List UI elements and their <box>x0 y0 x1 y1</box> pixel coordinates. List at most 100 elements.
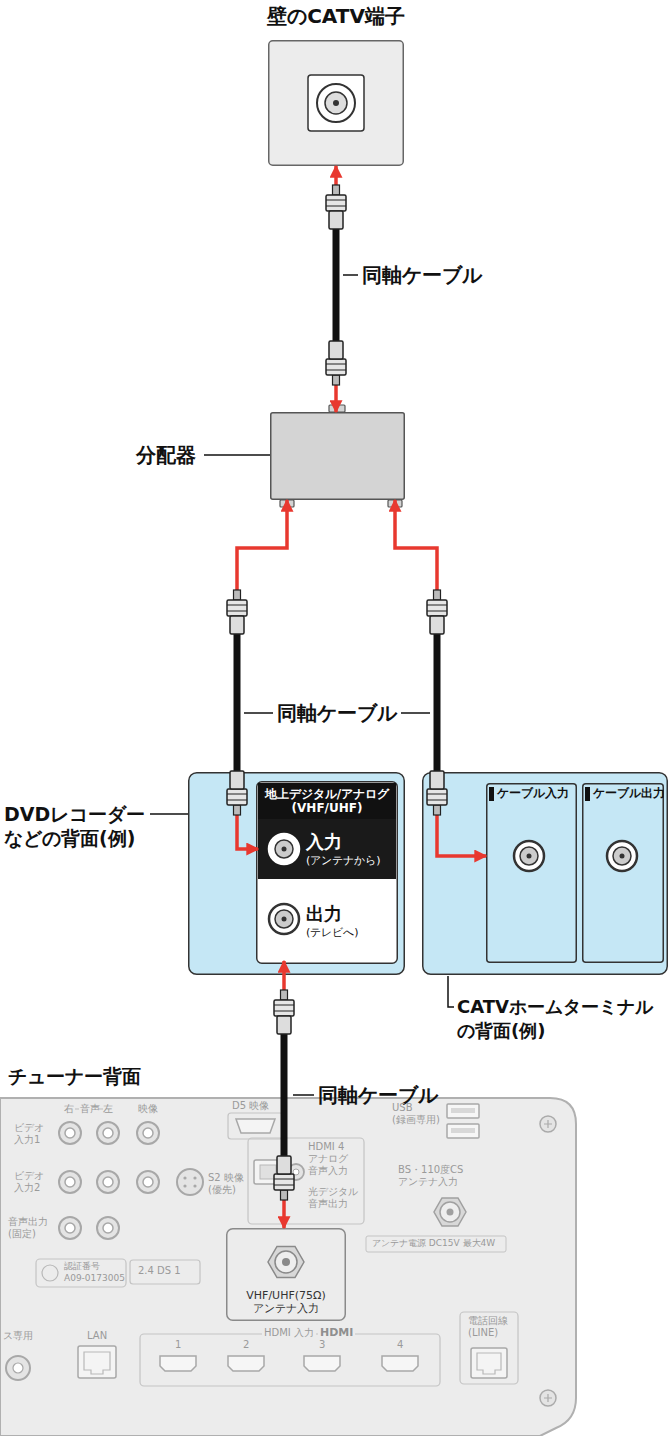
tuner-illustration-part <box>366 1236 506 1252</box>
edge-layer <box>227 166 486 1228</box>
tuner-illustration-part-part <box>65 1177 75 1187</box>
tuner-illustration-part <box>75 1109 79 1110</box>
panel-label: A09-0173005 <box>64 1273 125 1284</box>
tuner-illustration-part <box>477 1353 501 1374</box>
panel-label: HDMI <box>318 1326 355 1339</box>
port-ring <box>275 1251 297 1273</box>
tuner-illustration-part <box>6 1356 30 1380</box>
terminal-header: 地上デジタル/アナログ (VHF/UHF) <box>258 783 396 819</box>
leader-lines <box>150 275 454 1095</box>
tuner-illustration-part-part <box>193 1176 196 1179</box>
plug-nut <box>326 195 346 211</box>
port-label: VHF/UHF(75Ω) アンテナ入力 <box>228 1289 344 1317</box>
plug-groove <box>274 1005 294 1006</box>
tuner-illustration-part <box>434 1198 466 1226</box>
tuner-illustration-part-part <box>97 1171 119 1193</box>
tuner-illustration-part <box>460 1312 518 1384</box>
tuner-illustration-part <box>36 1259 126 1287</box>
port-ring <box>514 841 544 871</box>
port-pin <box>620 854 625 859</box>
tuner-illustration-part <box>544 1120 552 1128</box>
plug-nut <box>274 1000 294 1016</box>
tuner-illustration-part <box>447 1104 479 1118</box>
panel-label: S2 映像 (優先) <box>208 1172 258 1196</box>
plug-tip <box>281 990 288 1000</box>
panel-label: BS・110度CS アンテナ入力 <box>398 1164 470 1188</box>
output-port: 出力 (テレビへ) <box>258 881 396 961</box>
port-label: 入力 (アンテナから) <box>306 831 393 867</box>
plug-nut <box>274 1174 294 1190</box>
port-pin <box>527 854 532 859</box>
antenna-input-shape <box>227 1229 346 1321</box>
tuner-illustration-part-part <box>193 1184 196 1187</box>
panel-label: 音声出力 (固定) <box>8 1216 54 1240</box>
tuner-illustration-part <box>78 1346 116 1378</box>
panel-label: 2 <box>243 1339 249 1351</box>
tuner-illustration-part-part <box>103 1128 113 1138</box>
cable-body <box>234 630 241 775</box>
leader-lines-part <box>244 712 273 714</box>
panel-title: DVDレコーダー などの背面(例) <box>4 802 154 850</box>
panel-title: CATVホームターミナル の背面(例) <box>457 995 662 1043</box>
panel-label: アンテナ電源 DC15V 最大4W <box>372 1238 495 1249</box>
coax-connector <box>274 961 294 1228</box>
port-symbol <box>269 904 299 934</box>
plug-groove <box>227 611 247 612</box>
plug-groove <box>274 1185 294 1186</box>
tuner-illustration-part <box>183 1176 196 1187</box>
cable-label: 同軸ケーブル <box>277 700 397 726</box>
plug-body <box>430 616 444 634</box>
port-pin <box>282 847 287 852</box>
tuner-illustration-part <box>451 1108 475 1113</box>
panel-label: 2.4 DS 1 <box>138 1265 181 1277</box>
tuner-illustration-part <box>540 1390 556 1406</box>
splitter-box-shape <box>271 413 405 500</box>
connector-arrow <box>395 500 486 856</box>
cable-out-port-shape <box>583 784 664 963</box>
cable-label: 同軸ケーブル <box>318 1082 438 1108</box>
tuner-illustration-part-part <box>160 1356 196 1371</box>
outlet-title: 壁のCATV端子 <box>267 3 405 29</box>
tuner-illustration-part-part <box>143 1128 153 1138</box>
tuner-illustration-part-part <box>304 1356 340 1371</box>
tuner-illustration-part <box>130 1260 200 1284</box>
port-ring <box>520 847 538 865</box>
tuner-illustration-part-part <box>143 1177 153 1187</box>
plug-tip <box>333 185 340 195</box>
port-ring <box>269 834 299 864</box>
tuner-illustration-part-part <box>59 1171 81 1193</box>
tuner-illustration-part <box>42 1265 58 1281</box>
plug-body <box>277 1156 291 1174</box>
catv-panel: CATVホームターミナル の背面(例)ケーブル入力ケーブル出力 <box>422 772 668 975</box>
plug-tip <box>434 805 441 815</box>
panel-label: 光デジタル 音声出力 <box>308 1186 364 1210</box>
tuner-illustration-part-part <box>59 1217 81 1239</box>
port-ring <box>269 904 299 934</box>
port-ring <box>613 847 631 865</box>
tuner-illustration-part-part <box>103 1223 113 1233</box>
tuner-illustration-part <box>228 1113 283 1139</box>
coax-connector <box>395 500 486 856</box>
tuner-illustration-part-part <box>183 1176 186 1179</box>
plug-tip <box>234 590 241 600</box>
cable-body <box>333 225 340 345</box>
tuner-illustration-part-part <box>97 1217 119 1239</box>
tuner-illustration-part <box>140 1334 440 1386</box>
tuner-illustration-part-part <box>137 1171 159 1193</box>
cable-body <box>281 1030 288 1160</box>
tuner-illustration-part <box>0 1098 576 1436</box>
panel-label: 音声 <box>80 1103 100 1115</box>
port-ring <box>275 840 293 858</box>
plug-groove <box>427 794 447 795</box>
panel-label: LAN <box>87 1330 107 1342</box>
port-plate <box>308 75 364 131</box>
port-label: 出力 (テレビへ) <box>306 903 393 939</box>
leader-lines-part <box>343 274 358 276</box>
panel-label: 映像 <box>138 1103 158 1115</box>
plug-tip <box>234 805 241 815</box>
tuner-illustration-part <box>65 1128 153 1233</box>
cable-label: 同軸ケーブル <box>362 262 482 288</box>
tuner-illustration-part <box>540 1116 556 1132</box>
plug-groove <box>427 611 447 612</box>
tuner-illustration <box>0 1098 576 1436</box>
